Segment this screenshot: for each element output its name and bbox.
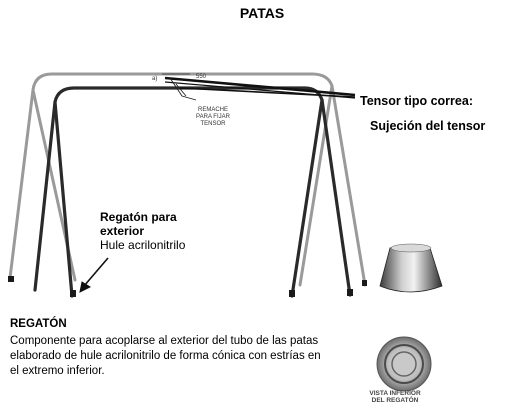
marker-a: a) [152, 76, 157, 82]
rivet-note-2: PARA FIJAR [196, 114, 231, 120]
regaton-cone-illustration [379, 243, 443, 293]
rivet-note-1: REMACHE [198, 107, 228, 113]
regaton-ext-line1: Regatón para [100, 210, 177, 224]
foot-tips [8, 276, 367, 297]
dimension-value: 550 [196, 74, 207, 80]
regaton-title: REGATÓN [10, 318, 67, 330]
regaton-exterior-label: Regatón para exterior Hule acrilonitrilo [100, 210, 185, 252]
page-title: PATAS [239, 5, 285, 21]
tensor-sublabel: Sujeción del tensor [370, 119, 486, 133]
regaton-description: Componente para acoplarse al exterior de… [10, 335, 321, 377]
regaton-arrow [79, 257, 109, 293]
tensor-label: Tensor tipo correa: [360, 94, 473, 108]
bottom-view-caption-line1: VISTA INFERIOR [369, 390, 421, 397]
rivet-note-3: TENSOR [200, 121, 226, 127]
regaton-bottom-view [376, 336, 432, 392]
bottom-view-caption-line2: DEL REGATÓN [371, 397, 419, 404]
rivet-pointer [169, 77, 197, 101]
bottom-view-caption: VISTA INFERIOR DEL REGATÓN [354, 390, 436, 404]
regaton-ext-line2: exterior [100, 224, 145, 238]
regaton-ext-line3: Hule acrilonitrilo [100, 238, 186, 252]
tensor-strap [164, 76, 356, 99]
